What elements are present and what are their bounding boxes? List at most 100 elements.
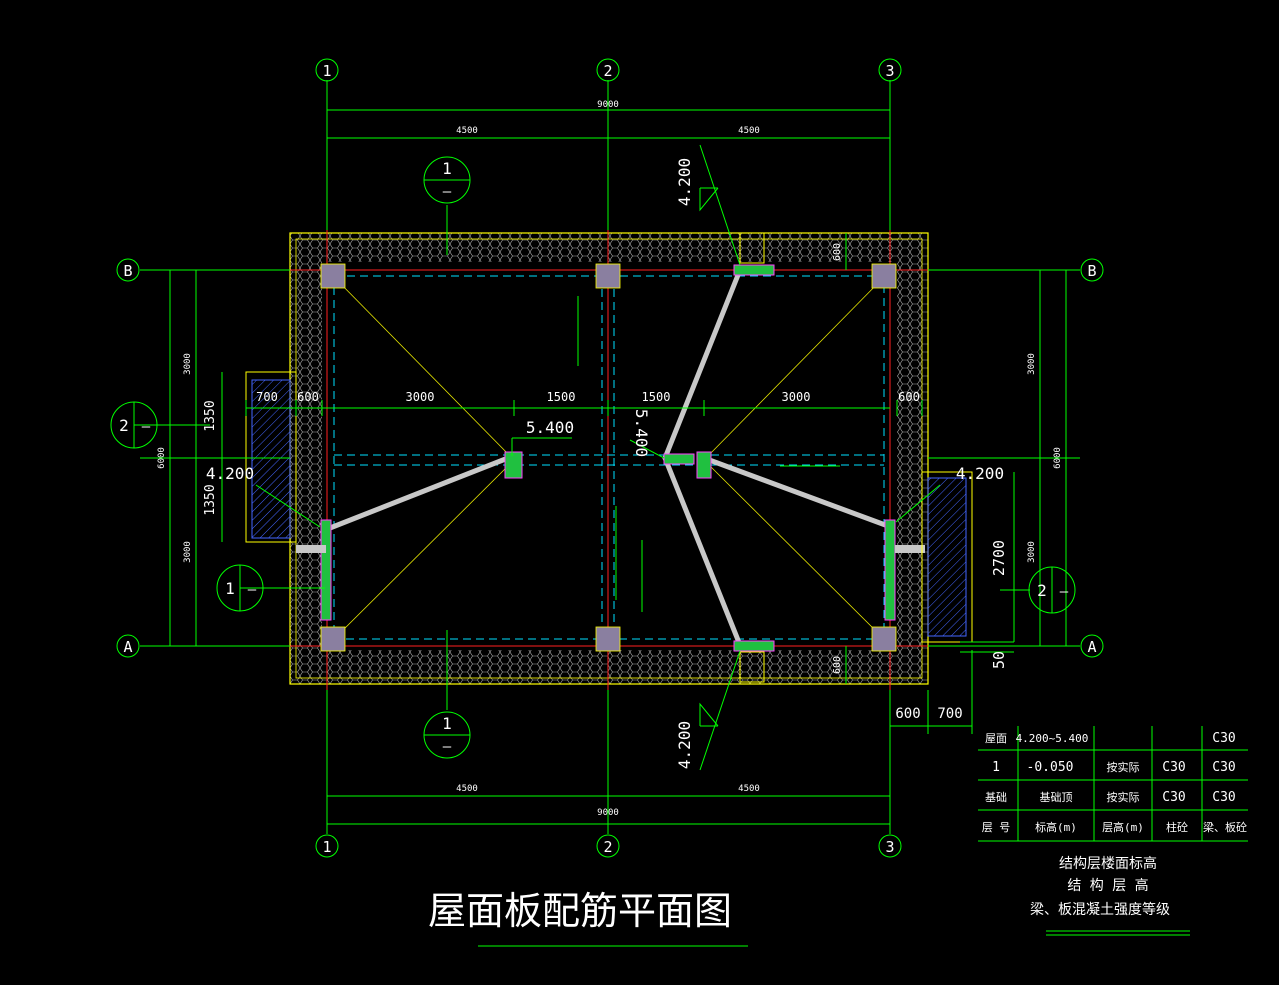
svg-text:600: 600 (297, 390, 319, 404)
section-marker-left-lower: 1 — (216, 564, 264, 612)
svg-text:9000: 9000 (597, 100, 619, 110)
svg-text:屋面: 屋面 (985, 732, 1007, 745)
dimension-lines (140, 80, 1080, 947)
svg-text:3000: 3000 (782, 390, 811, 404)
svg-text:—: — (443, 184, 452, 200)
svg-text:—: — (443, 739, 452, 755)
svg-text:1350: 1350 (203, 484, 218, 515)
right-canopy (921, 471, 973, 643)
svg-text:5.400: 5.400 (526, 418, 574, 437)
svg-text:4.200: 4.200 (956, 464, 1004, 483)
svg-text:1500: 1500 (642, 390, 671, 404)
svg-text:3000: 3000 (183, 353, 193, 375)
svg-text:标高(m): 标高(m) (1035, 820, 1077, 834)
rebar-marks (577, 296, 840, 612)
axis-bubble-top-3: 3 (878, 58, 902, 82)
axis-bubble-bottom-1: 1 (315, 834, 339, 858)
elevation-labels: 5.400 5.400 4.200 4.200 4.200 4.200 (206, 158, 1004, 769)
roof-perimeter-band (289, 232, 929, 685)
svg-text:3: 3 (885, 62, 894, 80)
svg-text:600: 600 (832, 243, 843, 261)
table-row: 基础 基础顶 按实际 C30 C30 (985, 790, 1236, 805)
section-marker-bottom: 1 — (423, 711, 471, 759)
svg-text:3000: 3000 (406, 390, 435, 404)
svg-text:按实际: 按实际 (1107, 760, 1140, 774)
left-canopy (245, 371, 297, 543)
svg-text:5.400: 5.400 (632, 409, 651, 457)
axis-bubble-bottom-3: 3 (878, 834, 902, 858)
svg-text:1500: 1500 (547, 390, 576, 404)
svg-text:4500: 4500 (456, 784, 478, 794)
dimension-texts: 9000 4500 4500 4500 4500 9000 6000 3000 … (157, 100, 1063, 818)
svg-text:1: 1 (322, 62, 331, 80)
svg-text:2: 2 (603, 62, 612, 80)
svg-text:2: 2 (119, 416, 129, 435)
section-marker-top: 1 — (423, 156, 471, 204)
table-row: 层 号 标高(m) 层高(m) 柱砼 梁、板砼 (982, 820, 1247, 834)
axis-bubble-left-B: B (116, 258, 140, 282)
svg-text:C30: C30 (1162, 760, 1185, 775)
svg-text:600: 600 (895, 706, 920, 722)
axis-bubble-top-2: 2 (596, 58, 620, 82)
axis-bubble-right-B: B (1080, 258, 1104, 282)
svg-text:层 号: 层 号 (982, 821, 1011, 834)
section-marker-right: 2 — (1028, 566, 1076, 614)
svg-text:4500: 4500 (456, 126, 478, 136)
svg-text:C30: C30 (1212, 760, 1235, 775)
svg-text:A: A (1087, 638, 1096, 656)
svg-text:600: 600 (898, 390, 920, 404)
svg-text:—: — (248, 582, 257, 598)
svg-text:按实际: 按实际 (1107, 790, 1140, 804)
axis-bubble-top-1: 1 (315, 58, 339, 82)
svg-text:600: 600 (832, 656, 843, 674)
svg-text:C30: C30 (1212, 731, 1235, 746)
svg-text:50: 50 (990, 651, 1008, 669)
svg-text:1: 1 (442, 159, 452, 178)
svg-text:6000: 6000 (1053, 447, 1063, 469)
axis-bubble-left-A: A (116, 634, 140, 658)
section-marker-left-upper: 2 — (110, 401, 158, 449)
svg-text:1: 1 (322, 838, 331, 856)
section-leaders (134, 205, 1030, 710)
svg-text:4.200: 4.200 (675, 721, 694, 769)
svg-text:4500: 4500 (738, 126, 760, 136)
svg-text:1350: 1350 (203, 400, 218, 431)
svg-text:700: 700 (256, 390, 278, 404)
svg-text:4.200~5.400: 4.200~5.400 (1016, 732, 1089, 745)
gutter-blocks (296, 232, 925, 683)
svg-text:6000: 6000 (157, 447, 167, 469)
axis-bubble-right-A: A (1080, 634, 1104, 658)
svg-text:3000: 3000 (1027, 353, 1037, 375)
svg-text:C30: C30 (1212, 790, 1235, 805)
svg-text:3: 3 (885, 838, 894, 856)
svg-text:—: — (1060, 584, 1069, 600)
svg-text:2: 2 (1037, 581, 1047, 600)
table-caption-line: 结 构 层 高 (1067, 877, 1148, 894)
table-row: 屋面 4.200~5.400 C30 (985, 731, 1236, 746)
svg-text:梁、板砼: 梁、板砼 (1203, 820, 1247, 834)
svg-text:-0.050: -0.050 (1027, 760, 1074, 775)
columns (320, 263, 897, 652)
svg-text:B: B (1087, 262, 1096, 280)
svg-text:9000: 9000 (597, 808, 619, 818)
svg-text:4500: 4500 (738, 784, 760, 794)
svg-text:B: B (123, 262, 132, 280)
roof-ridge-lines (327, 267, 891, 648)
table-row: 1 -0.050 按实际 C30 C30 (992, 760, 1236, 775)
svg-text:3000: 3000 (183, 541, 193, 563)
table-caption-line: 梁、板混凝土强度等级 (1030, 901, 1170, 918)
level-table: 屋面 4.200~5.400 C30 1 -0.050 按实际 C30 C30 … (978, 726, 1248, 936)
svg-text:层高(m): 层高(m) (1102, 820, 1144, 834)
svg-text:2: 2 (603, 838, 612, 856)
svg-text:基础: 基础 (985, 791, 1007, 804)
svg-text:3000: 3000 (1027, 541, 1037, 563)
svg-text:—: — (142, 419, 151, 435)
svg-text:1: 1 (992, 760, 1000, 775)
table-caption-line: 结构层楼面标高 (1059, 855, 1157, 872)
drawing-title: 屋面板配筋平面图 (428, 889, 732, 933)
svg-text:柱砼: 柱砼 (1166, 820, 1188, 834)
axis-bubble-bottom-2: 2 (596, 834, 620, 858)
svg-text:1: 1 (225, 579, 235, 598)
svg-text:2700: 2700 (990, 540, 1008, 576)
